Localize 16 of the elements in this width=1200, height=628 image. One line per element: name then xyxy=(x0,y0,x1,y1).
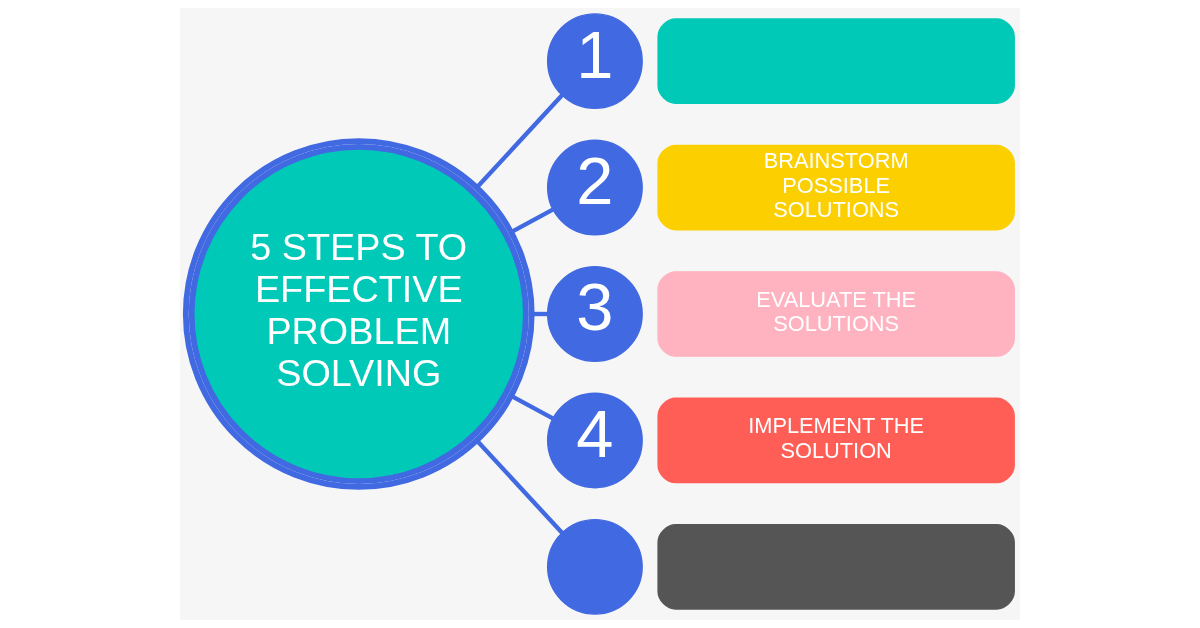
connector xyxy=(475,93,564,190)
node-circle: 2 xyxy=(546,139,643,236)
node-circle: 5 STEPS TO EFFECTIVE PROBLEM SOLVING xyxy=(182,138,535,490)
node-circle xyxy=(546,518,643,615)
connector xyxy=(532,311,548,317)
node-bar xyxy=(657,18,1015,104)
node-box: BRAINSTORM POSSIBLE SOLUTIONS xyxy=(657,144,1015,231)
node-circle: 3 xyxy=(546,266,643,362)
node-circle: 1 xyxy=(546,13,643,110)
connector xyxy=(510,207,554,235)
node-box: IMPLEMENT THE SOLUTION xyxy=(657,397,1015,484)
connector xyxy=(475,438,564,535)
node-box: EVALUATE THE SOLUTIONS xyxy=(657,271,1015,357)
node-bar xyxy=(657,524,1015,610)
node-circle: 4 xyxy=(546,392,643,489)
connector xyxy=(510,393,554,421)
